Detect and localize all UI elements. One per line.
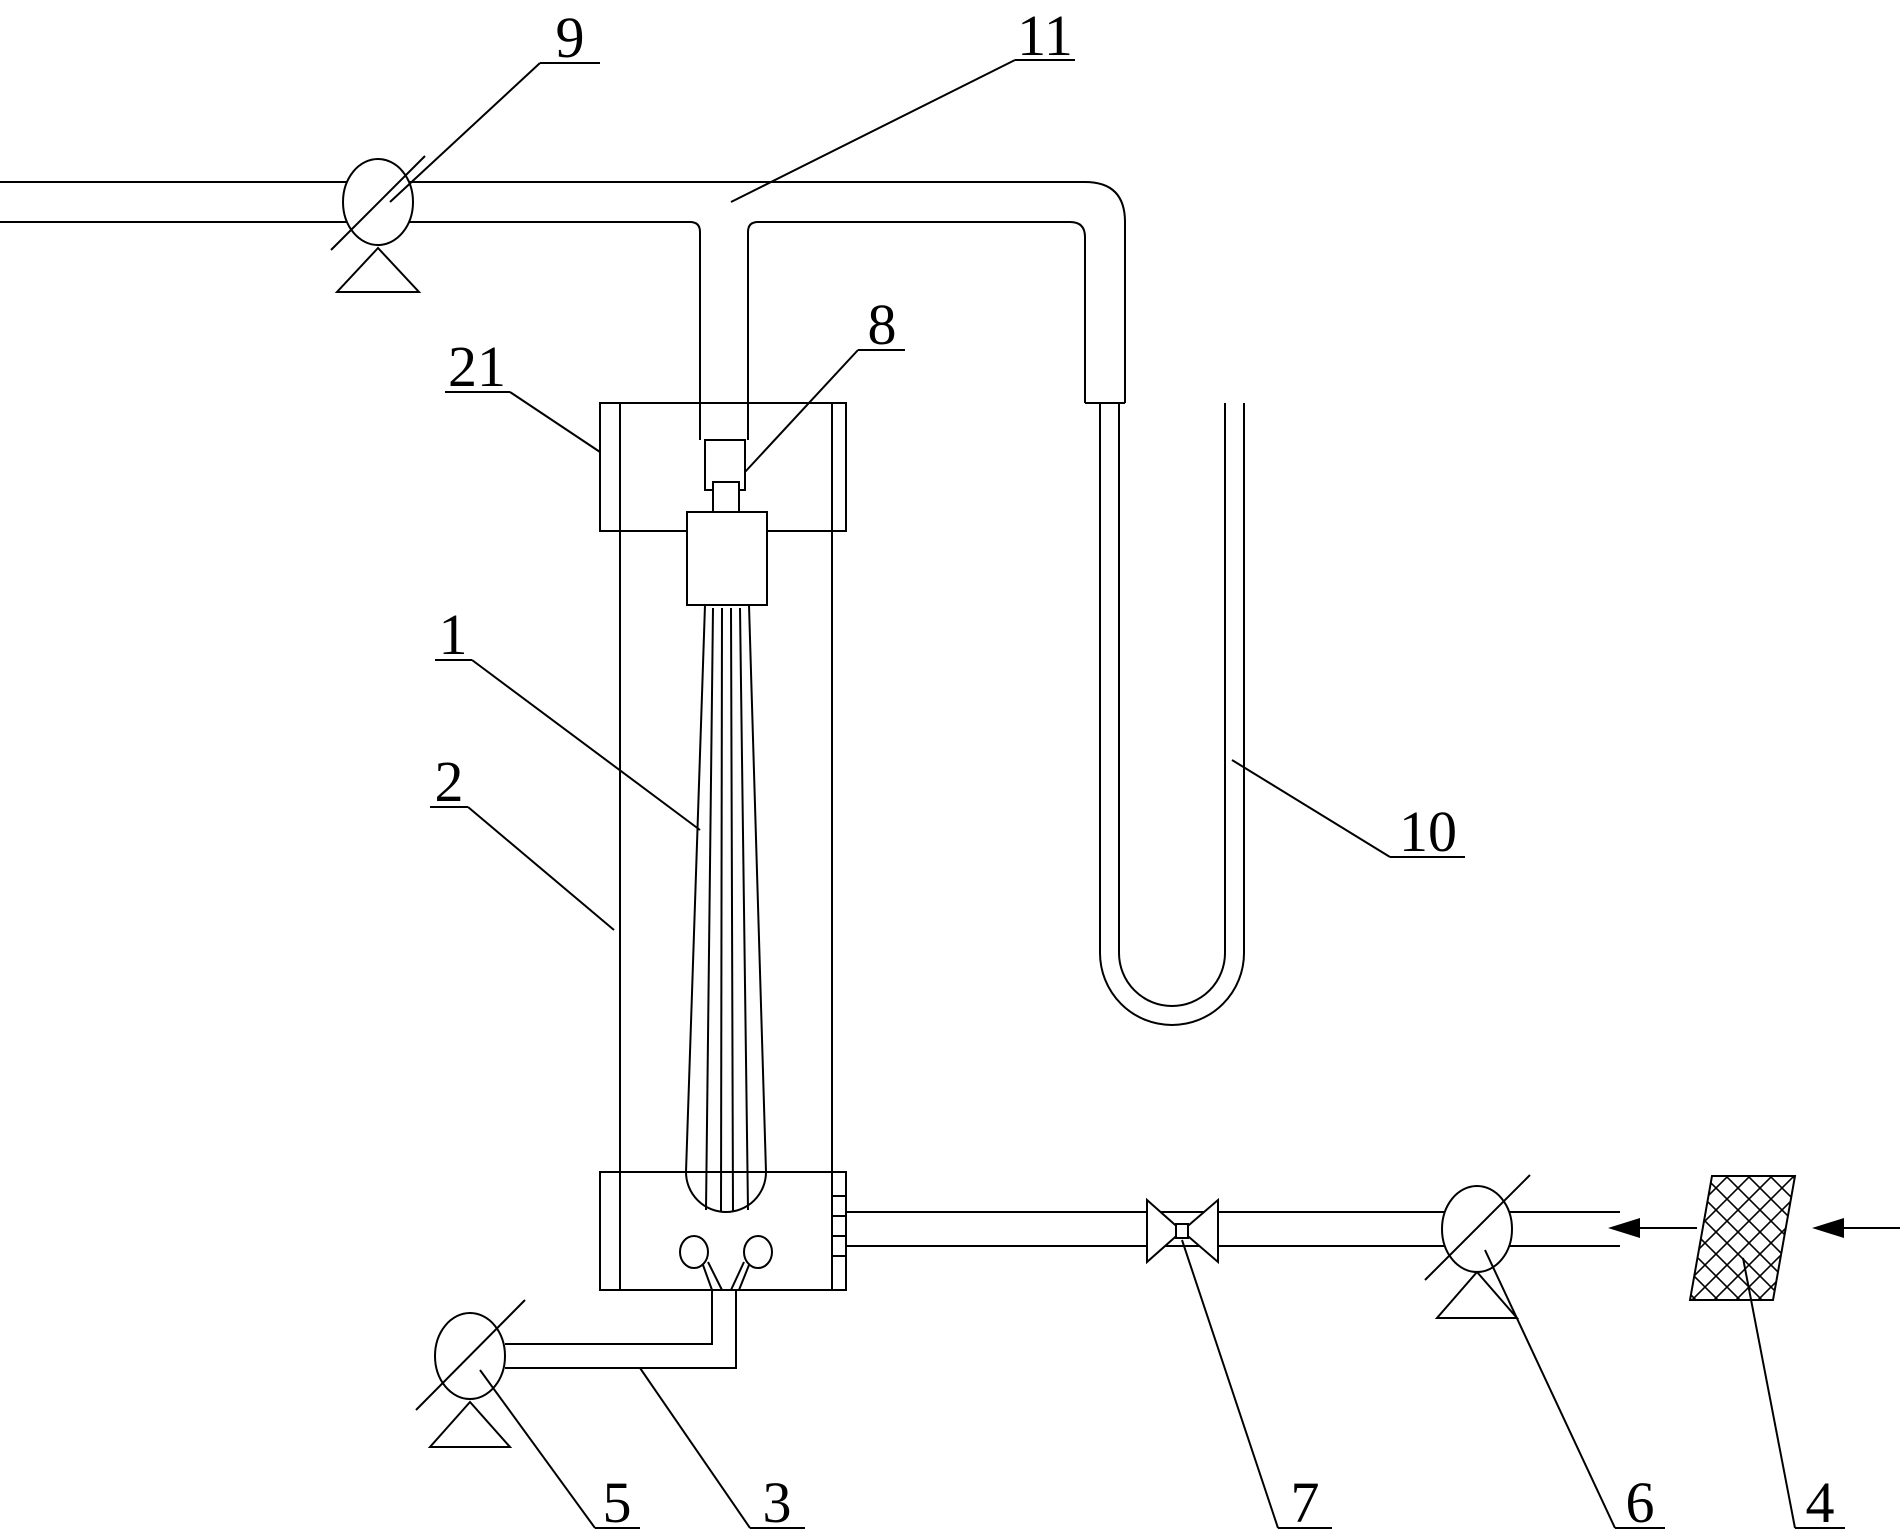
bottom-block [599,1171,847,1291]
label-feed-pump: 6 [1626,1470,1655,1534]
label-valve: 7 [1291,1470,1320,1534]
arrow-icon [1812,1218,1900,1238]
filter-icon [1688,1175,1797,1301]
label-filter: 4 [1806,1470,1835,1534]
suction-pump-icon [330,155,426,293]
u-tube-icon [1085,402,1245,1026]
tapered-tube [684,604,768,1213]
drain-pipe [505,1290,737,1369]
drain-pump-icon [415,1299,526,1448]
connector [686,403,768,606]
label-tube: 1 [439,602,468,667]
shell [619,531,833,1172]
feed-pump-icon [1424,1174,1531,1319]
label-top-cap: 21 [448,334,506,399]
arrow-icon [1608,1218,1697,1238]
label-drain-pump: 5 [603,1470,632,1534]
leader-lines [389,59,1845,1529]
label-suction-pump: 9 [556,5,585,70]
label-drain-pipe: 3 [763,1470,792,1534]
label-tee-pipe: 11 [1017,3,1073,68]
label-shell: 2 [435,749,464,814]
label-u-tube: 10 [1399,799,1457,864]
valve-icon [1146,1197,1219,1265]
tee-pipe [0,181,1126,440]
label-connector: 8 [868,292,897,357]
